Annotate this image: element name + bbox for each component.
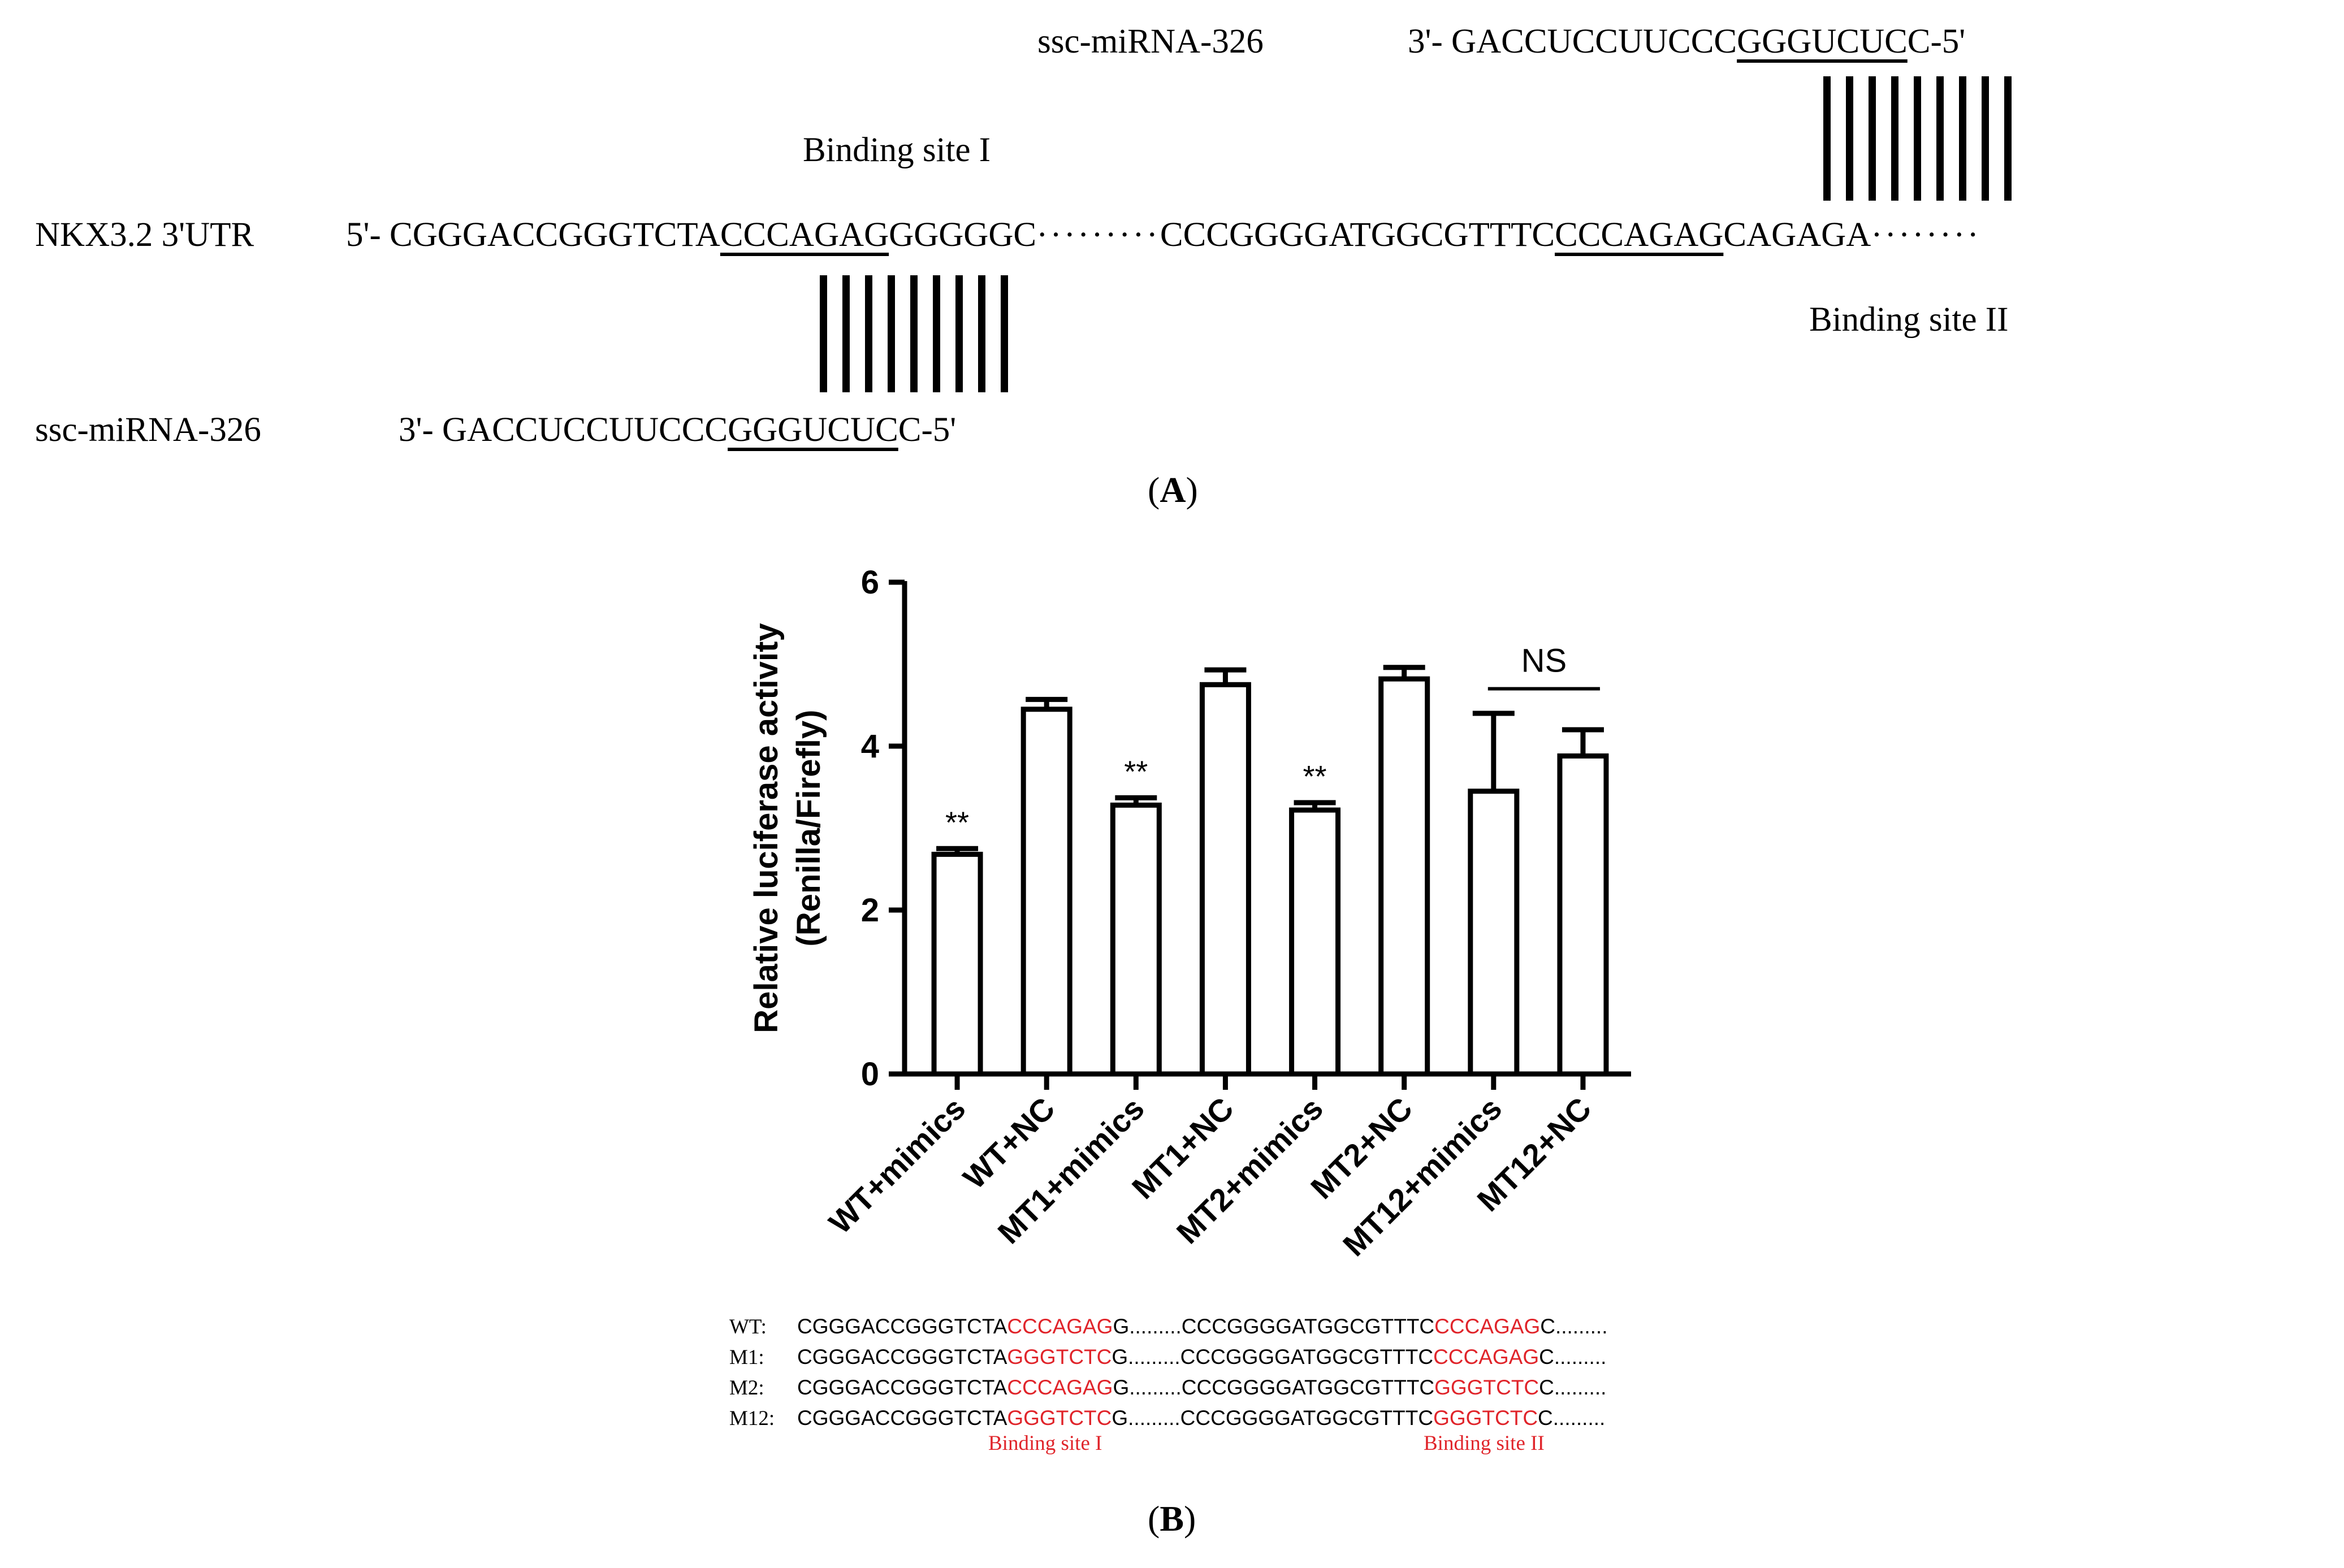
bar xyxy=(1468,789,1520,1077)
site-label-2: Binding site II xyxy=(1424,1432,1545,1455)
bottom-mirna-sequence: 3'- GACCUCCUUCCCGGGUCUCC-5' xyxy=(399,413,956,447)
sequence-part: G.........CCCGGGGATGGCGTTTC xyxy=(1113,1315,1435,1338)
sequence-part: CGGGACCGGGTCTA xyxy=(797,1315,1007,1338)
sequence-part: C......... xyxy=(1538,1406,1606,1430)
utr-seed-1: CCCAGAG xyxy=(720,216,889,254)
bracket-label: NS xyxy=(1521,643,1567,679)
utr-part-3: CCCGGGGATGGCGTTTC xyxy=(1160,216,1555,254)
panel-a-label: (A) xyxy=(1148,470,1198,510)
sequence-row-name: M12: xyxy=(729,1407,775,1430)
significance-mark: ** xyxy=(945,805,969,839)
sequence-site-2: CCCAGAG xyxy=(1433,1345,1539,1368)
sequence-part: C......... xyxy=(1539,1345,1607,1368)
bar xyxy=(1557,753,1609,1077)
sequence-part: G.........CCCGGGGATGGCGTTTC xyxy=(1112,1406,1434,1430)
sequence-part: G.........CCCGGGGATGGCGTTTC xyxy=(1113,1376,1435,1399)
sequence-part: CGGGACCGGGTCTA xyxy=(797,1345,1007,1368)
binding-site-2-label: Binding site II xyxy=(1809,301,2009,339)
sequence-site-2: GGGTCTC xyxy=(1433,1406,1538,1430)
y-tick-label: 4 xyxy=(861,728,879,765)
sequence-site-1: GGGTCTC xyxy=(1007,1345,1112,1368)
significance-mark: ** xyxy=(1303,760,1327,794)
bottom-mirna-prefix: 3'- GACCUCCUUCCC xyxy=(399,411,728,449)
y-axis-label: Relative luciferase activity xyxy=(748,623,785,1033)
x-tick-label: MT12+mimics xyxy=(1336,1090,1508,1263)
bar xyxy=(1020,707,1072,1077)
y-axis-label: (Renilla/Firefly) xyxy=(790,710,827,947)
binding-site-1-label: Binding site I xyxy=(803,131,991,169)
utr-seed-2: CCCAGAG xyxy=(1555,216,1724,254)
bar xyxy=(1110,802,1162,1077)
utr-dots-2: ········ xyxy=(1871,216,1981,254)
y-tick-label: 0 xyxy=(861,1056,879,1093)
top-mirna-suffix: C-5' xyxy=(1907,23,1966,60)
mutation-sequence-table: WT:CGGGACCGGGTCTACCCAGAGG.........CCCGGG… xyxy=(729,1311,1607,1433)
utr-name: NKX3.2 3'UTR xyxy=(35,216,254,254)
sequence-site-2: CCCAGAG xyxy=(1434,1315,1541,1338)
bar xyxy=(1289,807,1341,1077)
sequence-part: CGGGACCGGGTCTA xyxy=(797,1406,1007,1430)
sequence-part: G.........CCCGGGGATGGCGTTTC xyxy=(1112,1345,1434,1368)
site-label-1: Binding site I xyxy=(988,1432,1102,1455)
bar xyxy=(1378,676,1430,1077)
bottom-mirna-seed: GGGUCUC xyxy=(728,411,898,449)
bar xyxy=(931,851,983,1077)
sequence-part: CGGGACCGGGTCTA xyxy=(797,1376,1007,1399)
significance-mark: ** xyxy=(1124,755,1148,789)
sequence-site-2: GGGTCTC xyxy=(1434,1376,1539,1399)
sequence-part: C......... xyxy=(1539,1376,1607,1399)
utr-part-1: 5'- CGGGACCGGGTCTA xyxy=(346,216,720,254)
sequence-row-name: M1: xyxy=(729,1346,764,1369)
panel-b-label: (B) xyxy=(1148,1498,1196,1539)
x-tick-label: WT+mimics xyxy=(822,1090,972,1241)
y-tick-label: 6 xyxy=(861,564,879,601)
top-mirna-seed: GGGUCUC xyxy=(1737,23,1908,60)
y-tick-label: 2 xyxy=(861,892,879,929)
sequence-part: C......... xyxy=(1540,1315,1608,1338)
bottom-mirna-name: ssc-miRNA-326 xyxy=(35,411,261,449)
utr-part-2: GGGGGC xyxy=(889,216,1037,254)
bottom-mirna-suffix: C-5' xyxy=(898,411,957,449)
sequence-site-1: CCCAGAG xyxy=(1007,1315,1113,1338)
top-mirna-prefix: 3'- GACCUCCUUCCC xyxy=(1408,23,1737,60)
sequence-site-1: CCCAGAG xyxy=(1007,1376,1113,1399)
sequence-row-name: M2: xyxy=(729,1376,764,1400)
sequence-row-name: WT: xyxy=(729,1315,767,1339)
top-mirna-sequence: 3'- GACCUCCUUCCCGGGUCUCC-5' xyxy=(1408,24,1965,59)
sequence-row: M12:CGGGACCGGGTCTAGGGTCTCG.........CCCGG… xyxy=(729,1403,1607,1433)
sequence-row: M1: CGGGACCGGGTCTAGGGTCTCG.........CCCGGG… xyxy=(729,1342,1607,1372)
top-mirna-name: ssc-miRNA-326 xyxy=(1037,23,1264,60)
sequence-row: M2: CGGGACCGGGTCTACCCAGAGG.........CCCGGG… xyxy=(729,1372,1607,1403)
utr-sequence: 5'- CGGGACCGGGTCTACCCAGAGGGGGGC·········… xyxy=(346,218,1981,252)
utr-dots-1: ········· xyxy=(1036,216,1160,254)
sequence-row: WT:CGGGACCGGGTCTACCCAGAGG.........CCCGGG… xyxy=(729,1311,1607,1342)
sequence-site-1: GGGTCTC xyxy=(1007,1406,1112,1430)
bar xyxy=(1199,682,1251,1077)
utr-part-4: CAGAGA xyxy=(1723,216,1871,254)
